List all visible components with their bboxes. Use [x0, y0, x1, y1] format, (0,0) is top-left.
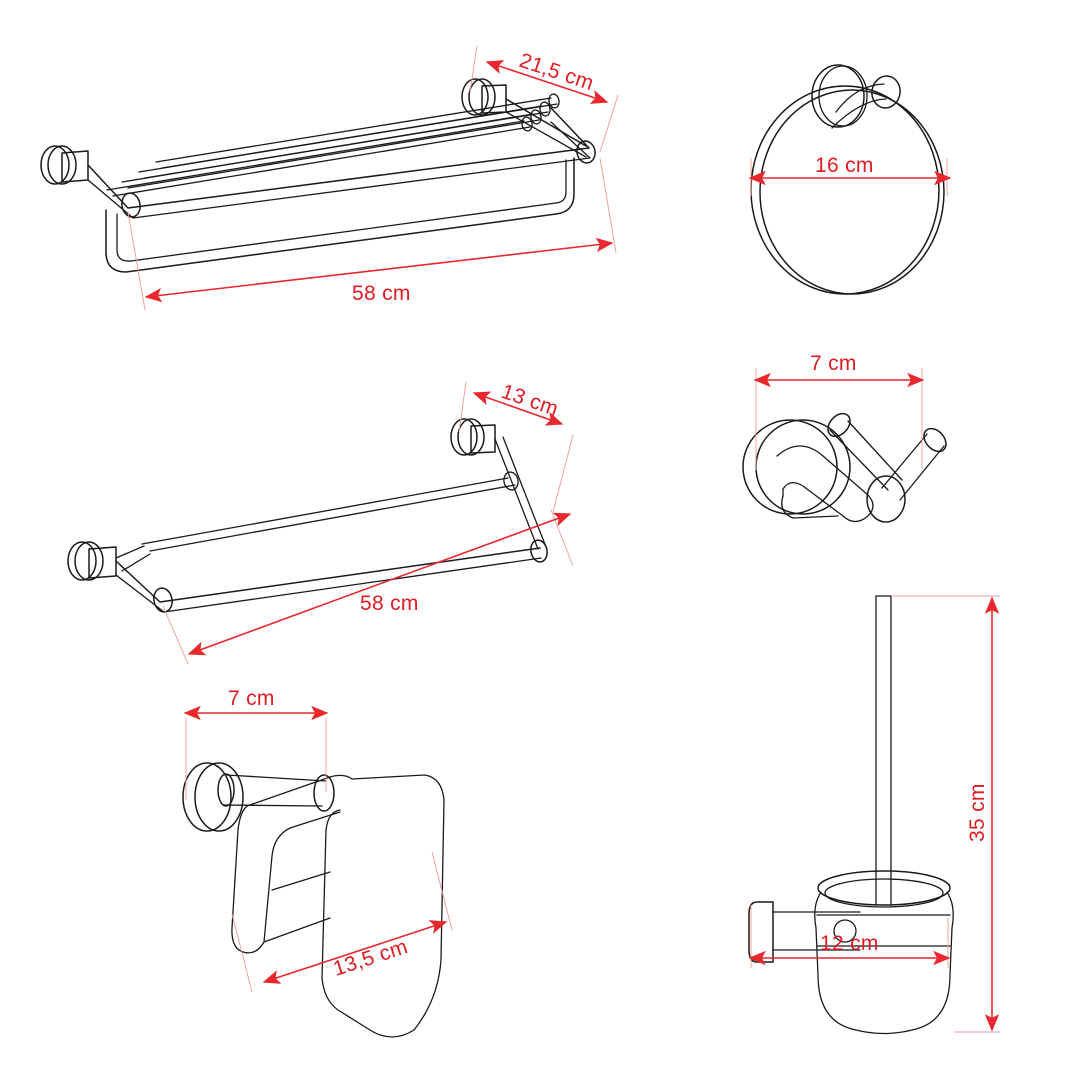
item-double-towel-rail: 13 cm 58 cm: [67, 380, 574, 665]
dimension-label-58cm-shelf: 58 cm: [352, 282, 411, 305]
item-towel-ring: 16 cm: [748, 64, 952, 295]
dimension-label-58cm-rail: 58 cm: [360, 592, 419, 615]
item-towel-shelf-rack: 21,5 cm 58 cm: [40, 45, 619, 311]
dimension-paper-holder-width: 7 cm: [183, 687, 329, 800]
dimension-label-35cm: 35 cm: [966, 783, 989, 842]
towel-shelf-rack-geometry: [40, 78, 596, 273]
toilet-paper-holder-geometry: [182, 762, 445, 1038]
dimension-label-16cm: 16 cm: [815, 154, 874, 177]
dimension-towel-shelf-width: 58 cm: [127, 157, 617, 311]
item-double-robe-hook: 7 cm: [742, 352, 947, 523]
dimension-label-7cm-paper: 7 cm: [228, 687, 275, 710]
double-robe-hook-geometry: [742, 412, 947, 523]
dimension-brush-width: 12 cm: [748, 905, 951, 968]
dimension-label-7cm-hook: 7 cm: [810, 352, 857, 375]
dimension-towel-ring-diameter: 16 cm: [748, 154, 952, 196]
dimension-brush-height: 35 cm: [893, 595, 1000, 1033]
toilet-brush-holder-geometry: [748, 595, 954, 1035]
item-toilet-brush-holder: 35 cm 12 cm: [748, 595, 1000, 1035]
dimension-label-12cm: 12 cm: [820, 932, 879, 955]
dimension-robe-hook-width: 7 cm: [753, 352, 925, 470]
dimension-towel-rail-width: 58 cm: [162, 509, 574, 665]
